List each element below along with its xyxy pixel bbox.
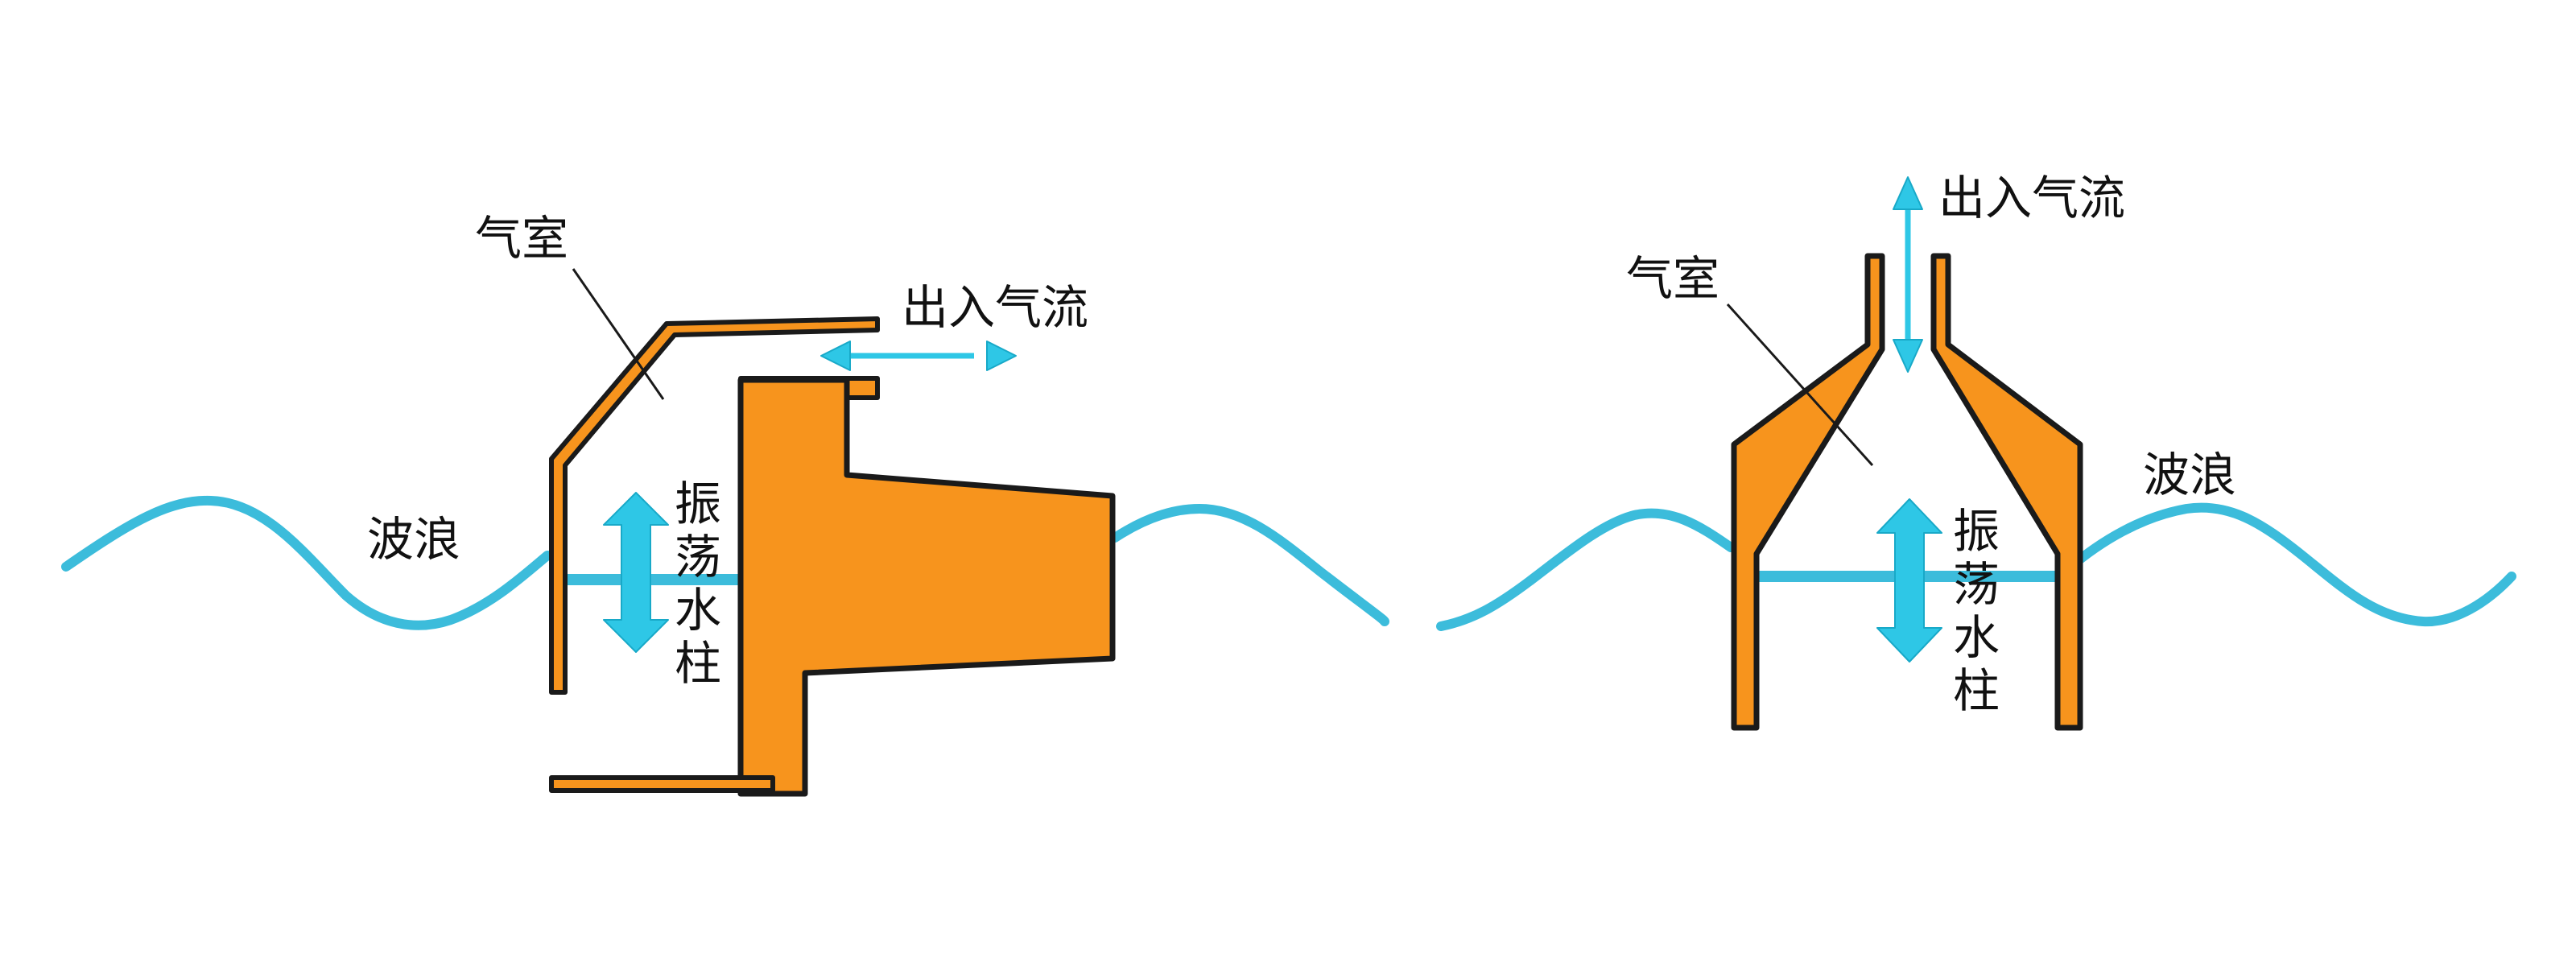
right-chamber-wall-right: [1930, 253, 2083, 731]
right-wave-left: [1436, 508, 1736, 631]
left-device: 气室 出入气流 波浪 振 荡 水 柱: [61, 211, 1389, 797]
svg-text:水: 水: [1953, 610, 2000, 665]
right-oscillation-arrow: [1876, 498, 1942, 663]
left-airflow-label: 出入气流: [902, 280, 1088, 335]
left-chamber-roof: [549, 316, 880, 695]
left-water-column-label: 振 荡 水 柱: [675, 477, 721, 691]
right-airflow-arrow: [1893, 176, 1923, 373]
svg-text:柱: 柱: [675, 636, 721, 691]
svg-text:振: 振: [675, 477, 721, 531]
left-airflow-arrow: [820, 341, 1017, 371]
left-bottom-plate: [549, 775, 775, 793]
svg-text:荡: 荡: [675, 530, 721, 584]
left-main-body: [737, 377, 1116, 797]
left-wave-label: 波浪: [367, 512, 460, 567]
svg-text:荡: 荡: [1953, 557, 2000, 612]
right-water-column-label: 振 荡 水 柱: [1953, 504, 2000, 718]
right-airflow-label: 出入气流: [1938, 171, 2125, 225]
left-oscillation-arrow: [603, 492, 669, 653]
left-chamber-leader: [572, 268, 665, 400]
left-wave-right: [1110, 504, 1389, 626]
right-chamber-leader: [1726, 303, 1874, 467]
right-wave-label: 波浪: [2143, 448, 2236, 502]
right-air-chamber-label: 气室: [1626, 251, 1719, 306]
svg-text:柱: 柱: [1953, 663, 2000, 718]
right-chamber-wall-left: [1731, 253, 1885, 731]
svg-text:振: 振: [1953, 504, 2000, 559]
right-device: 出入气流 气室 波浪 振 荡 水 柱: [1436, 171, 2516, 731]
right-wave-right: [2064, 502, 2516, 627]
left-wave-left: [61, 495, 552, 630]
svg-text:水: 水: [675, 583, 721, 638]
left-air-chamber-label: 气室: [475, 211, 568, 266]
